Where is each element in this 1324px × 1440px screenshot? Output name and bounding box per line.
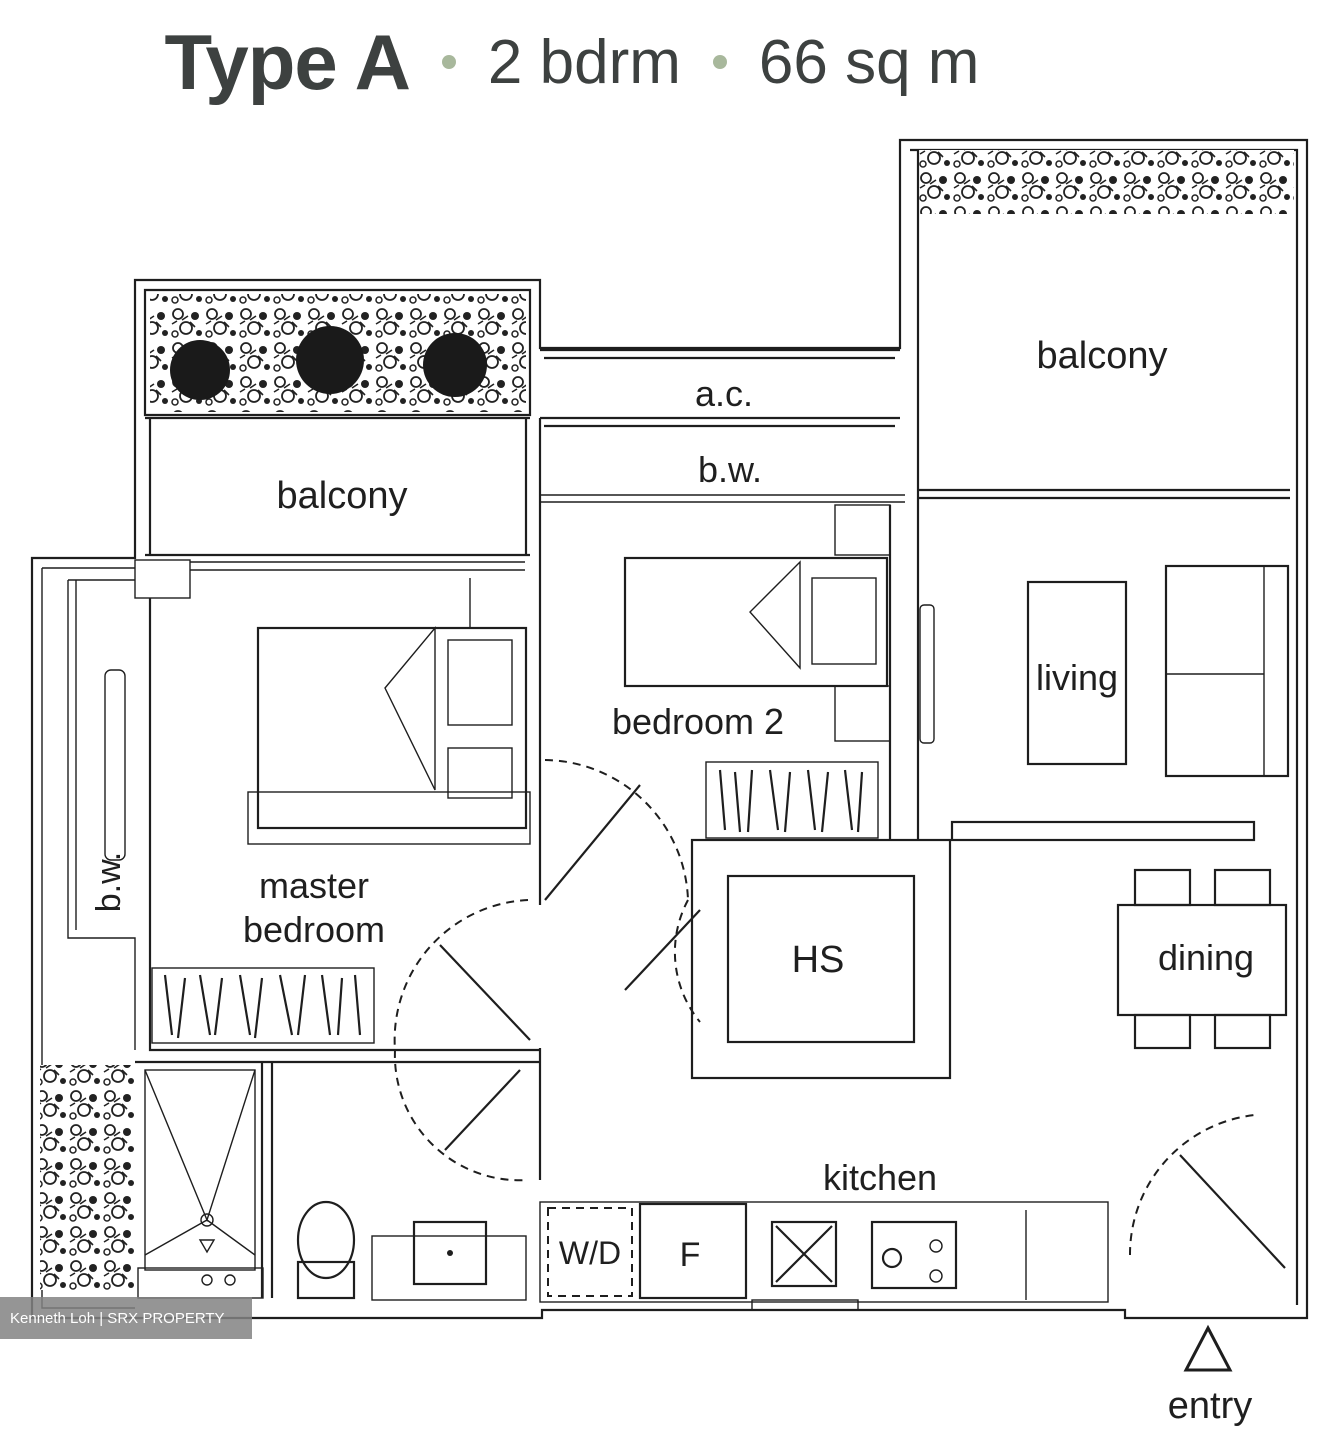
label-bedroom-2: bedroom 2 (612, 701, 784, 742)
planter-right-balcony (918, 150, 1294, 214)
tree-icon (170, 326, 487, 400)
unit-area: 66 sq m (758, 27, 980, 97)
unit-type: Type A (164, 17, 411, 106)
label-balcony-right: balcony (1037, 335, 1168, 377)
label-master-bedroom-line1: master (259, 865, 369, 906)
label-hs: HS (792, 939, 845, 981)
label-fridge: F (680, 1236, 701, 1274)
bullet-icon (712, 55, 727, 69)
bathroom (135, 1048, 542, 1301)
label-balcony-left: balcony (277, 475, 408, 517)
watermark: Kenneth Loh | SRX PROPERTY (0, 1297, 252, 1339)
label-entry: entry (1168, 1385, 1252, 1427)
entry-arrow-icon (1183, 1324, 1233, 1372)
ac-ledge (540, 348, 905, 503)
label-bw-left: b.w. (90, 852, 128, 912)
door-swings (393, 759, 1286, 1269)
planter-bathroom (40, 1065, 135, 1290)
label-living: living (1036, 657, 1118, 698)
label-master-bedroom-line2: bedroom (243, 909, 385, 950)
bedroom-count: 2 bdrm (487, 27, 681, 97)
household-shelter (690, 838, 952, 1080)
label-kitchen: kitchen (823, 1157, 937, 1198)
master-bedroom (67, 559, 540, 1052)
kitchen-counter (539, 1201, 1109, 1311)
label-ac: a.c. (695, 373, 753, 414)
label-washer-dryer: W/D (559, 1235, 621, 1271)
label-bw-top: b.w. (698, 449, 762, 490)
plan-title: Type A 2 bdrm 66 sq m (0, 12, 1324, 112)
label-dining: dining (1158, 937, 1254, 978)
left-balcony (145, 416, 530, 571)
bullet-icon (441, 55, 456, 69)
bedroom-2 (538, 418, 892, 905)
living-dining (916, 150, 1290, 1050)
